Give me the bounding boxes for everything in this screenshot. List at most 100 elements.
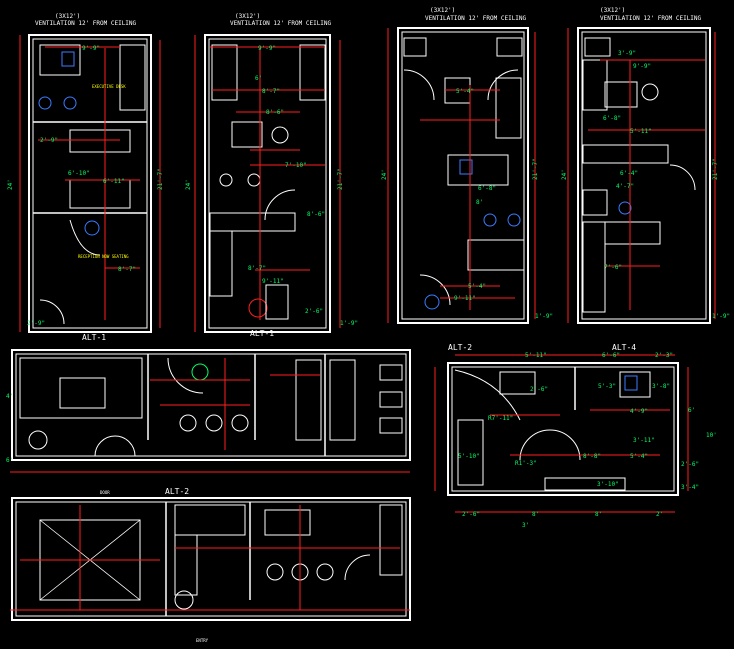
plan2-dim-text: 24' — [185, 179, 192, 190]
plan1-desk — [39, 44, 81, 76]
plan4-fixture — [582, 189, 608, 216]
plan3-door-swing — [487, 69, 519, 101]
plan3-chair — [483, 213, 497, 227]
plan1-chair — [38, 96, 52, 110]
plan1-chair — [63, 96, 77, 110]
mid-conference-area — [19, 357, 143, 419]
alt2-right-title: ALT-2 — [448, 343, 472, 352]
plan4-door-swing — [669, 164, 696, 191]
alt2-dim-text: 10' — [706, 432, 717, 439]
plan2-dim-text: 1'-9" — [340, 320, 358, 327]
mid-curved-wall — [167, 357, 204, 394]
plan1-inner-wall — [32, 38, 148, 329]
plan2-dim-text: 21'-7" — [337, 168, 344, 190]
plan1-note: EXECUTIVE DESK — [92, 84, 126, 89]
plan2-dim-text: 9'-9" — [258, 45, 276, 52]
bottom-door-swing — [344, 554, 371, 581]
alt2-dim-text: 6' — [688, 407, 695, 414]
alt2-dim-text: 8' — [532, 511, 539, 518]
mid-dim-text: 6' — [6, 457, 13, 464]
plan4-ventilation-label: VENTILATION 12' FROM CEILING — [600, 15, 702, 22]
mid-fixture — [379, 391, 403, 408]
mid-storage — [295, 359, 322, 441]
plan1-cabinet — [69, 129, 131, 153]
alt2-outer-wall — [447, 362, 679, 496]
alt2-dim-text: 6'-6" — [602, 352, 620, 359]
alt2-cabinet — [499, 371, 536, 395]
plan3-ventilation-label: VENTILATION 12' FROM CEILING — [425, 15, 527, 22]
plan3-fixture — [424, 294, 440, 310]
plan4-dim-text: 3'-9" — [618, 50, 636, 57]
plan1-outer-wall — [28, 34, 152, 333]
plan1-dim-text: 6'-11" — [103, 178, 125, 185]
plan2-dim-text: 6' — [255, 75, 262, 82]
alt2-dim-text: 3'-8" — [652, 383, 670, 390]
mid-plant — [179, 414, 197, 432]
plan2-chair — [219, 173, 233, 187]
plan3-outer-wall — [397, 27, 529, 324]
alt2-dim-text: 5'-11" — [525, 352, 547, 359]
bottom-outer-wall — [11, 497, 411, 621]
plan1-dim-text: 2'-9" — [27, 320, 45, 327]
plan4-desk — [604, 81, 638, 108]
plan3-storage — [467, 239, 525, 271]
plan4-dim-text: 1'-9" — [712, 313, 730, 320]
plan2-fixture — [248, 298, 268, 318]
plan3-sofa — [495, 77, 522, 139]
plan2-sofa — [299, 44, 326, 101]
alt2-dim-text: 2'-6" — [681, 461, 699, 468]
alt4-right-title: ALT-4 — [612, 343, 636, 352]
plan-bottom: ENTRY — [10, 497, 411, 643]
alt2-storage — [544, 477, 626, 491]
plan4-dim-text: 6'-4" — [620, 170, 638, 177]
mid-door-swing — [94, 435, 116, 457]
plan2-inner-wall — [208, 38, 327, 329]
bottom-inner-wall — [15, 501, 407, 617]
alt2-dim-text: 3'-11" — [633, 437, 655, 444]
alt2-dim-text: 5'-10" — [458, 453, 480, 460]
plan2-ventilation-label: VENTILATION 12' FROM CEILING — [230, 20, 332, 27]
plan1-size-label: (3X12') — [55, 13, 80, 20]
plan1-dim-text: 2'-9" — [40, 137, 58, 144]
mid-table — [59, 377, 106, 409]
plan2-storage — [209, 212, 296, 232]
mid-outer-wall — [11, 349, 411, 461]
mid-dim-text: 4' — [6, 393, 13, 400]
plan3-size-label: (3X12') — [430, 7, 455, 14]
alt2-dim-text: 5'-3" — [598, 383, 616, 390]
plan1-dim-text: 21'-7" — [157, 168, 164, 190]
plan3-dim-text: 5'-4" — [468, 283, 486, 290]
plan2-table — [271, 126, 289, 144]
plan4-inner-wall — [581, 31, 707, 320]
mid-fixture — [379, 364, 403, 381]
mid-plant — [231, 414, 249, 432]
plan3-dim-text: 1'-9" — [535, 313, 553, 320]
bottom-plant — [316, 563, 334, 581]
plan2-dim-text: 8'-6" — [266, 109, 284, 116]
plan3-door-swing — [403, 69, 435, 101]
plan3-dim-text: 24' — [381, 169, 388, 180]
plan2-desk — [231, 121, 263, 148]
plan2-size-label: (3X12') — [235, 13, 260, 20]
plan3-fixture — [496, 37, 523, 57]
mid-plant — [205, 414, 223, 432]
plan1-title: ALT-1 — [82, 333, 106, 342]
alt2-dim-text: 2'-6" — [530, 386, 548, 393]
mid-fixture — [379, 417, 403, 434]
alt2-chair — [624, 375, 638, 391]
plan4-dim-text: 21'-7" — [712, 158, 719, 180]
plan-alt2-right: ALT-2 ALT-4 5'-11" 6'-6" 2'-3" 2'-6" 5'-… — [434, 343, 717, 529]
plan4-storage — [582, 144, 669, 164]
plan4-storage — [604, 221, 661, 245]
plan4-dim-text: 24' — [561, 169, 568, 180]
plan2-dim-text: 8'-7" — [248, 265, 266, 272]
plan1-note: RECEPTION NOW SEATING — [78, 254, 129, 259]
bottom-plant — [174, 590, 194, 610]
plan2-cabinet — [265, 284, 289, 320]
plan3-dim-text: 5'-4" — [456, 88, 474, 95]
plan-1: (3X12') VENTILATION 12' FROM CEILING 9'-… — [7, 13, 164, 342]
plan2-dim-text: 7'-10" — [285, 162, 307, 169]
plan4-dim-text: 7'-6" — [604, 264, 622, 271]
